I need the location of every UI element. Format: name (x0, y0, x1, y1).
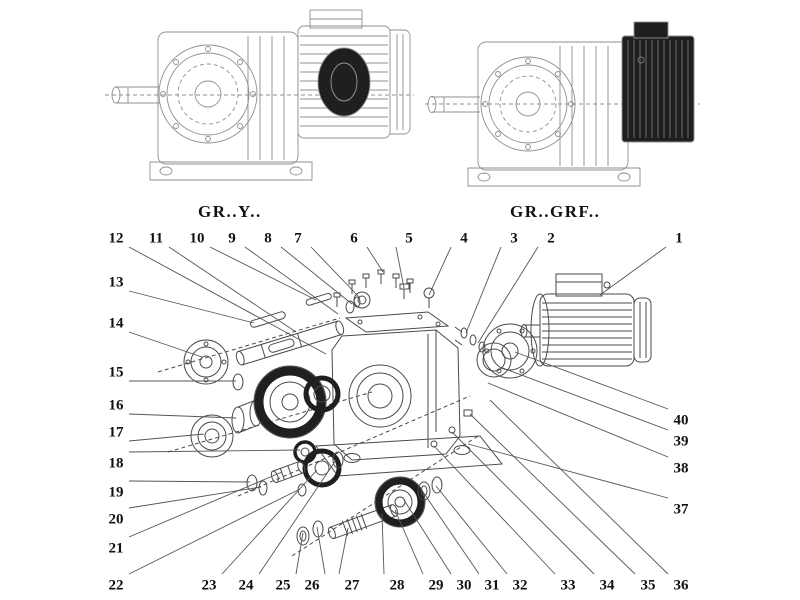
flange-adapter (476, 323, 538, 379)
leader-line-1 (599, 246, 667, 296)
leader-line-26 (316, 526, 326, 575)
stud-washer-set (454, 326, 486, 353)
lower-washers (296, 520, 324, 546)
leader-line-14 (128, 331, 203, 358)
leader-line-10 (209, 246, 317, 301)
exploded-view-drawing (157, 269, 652, 557)
gear-ring-rear (303, 375, 341, 413)
leader-line-35 (469, 413, 636, 575)
pinion-shaft (327, 504, 398, 540)
motor-fan-cover (633, 297, 652, 363)
leader-line-32 (435, 485, 508, 575)
leader-line-19 (128, 480, 251, 483)
leader-line-21 (128, 471, 283, 538)
model-label-right: GR..GRF.. (510, 202, 601, 221)
intermediate-gear (302, 448, 344, 488)
cover-bolts (333, 269, 414, 307)
leader-line-13 (128, 290, 255, 324)
second-stage-gear (374, 476, 426, 528)
electric-motor (520, 273, 652, 367)
leader-line-30 (403, 499, 452, 575)
end-flange-disc (183, 339, 229, 385)
leader-line-8 (280, 246, 353, 305)
model-label-left: GR..Y.. (198, 202, 262, 221)
washer-set-left (246, 474, 307, 497)
leader-line-38 (487, 382, 669, 458)
first-stage-gear (253, 365, 327, 439)
gearmotor-drawing-left (105, 9, 414, 181)
leader-line-5 (395, 246, 405, 289)
leader-line-34 (451, 431, 595, 575)
leader-line-40 (514, 351, 669, 410)
leader-line-23 (221, 469, 318, 575)
leader-line-29 (394, 509, 424, 575)
leader-line-39 (499, 366, 669, 431)
leader-line-37 (467, 443, 669, 499)
leader-line-3 (465, 246, 502, 334)
leader-line-6 (366, 246, 384, 273)
assembly-axis-line (237, 395, 471, 497)
leader-line-11 (168, 246, 297, 333)
leader-line-28 (381, 513, 385, 575)
leader-line-24 (258, 459, 337, 575)
ball-bearing (190, 414, 234, 458)
housing-foot (315, 426, 503, 477)
leader-line-20 (128, 486, 262, 509)
leader-line-31 (422, 491, 480, 575)
shaft-key-short (305, 292, 332, 306)
gearmotor-drawing-right (425, 21, 700, 187)
assembly-axis-line (157, 317, 341, 373)
leader-line-2 (477, 246, 539, 344)
housing-cover (344, 311, 450, 333)
leader-line-16 (128, 413, 237, 419)
leader-line-27 (338, 527, 349, 575)
leader-line-9 (244, 246, 339, 315)
output-rings (417, 409, 473, 501)
leader-line-4 (428, 246, 452, 296)
leader-line-12 (128, 246, 327, 355)
retaining-rings (345, 296, 361, 314)
leader-line-18 (128, 449, 301, 453)
leader-line-33 (433, 445, 556, 575)
leader-line-25 (295, 532, 304, 575)
leader-line-17 (128, 433, 205, 442)
motor-terminal-box (555, 273, 603, 297)
assembly-axis-line (291, 435, 479, 557)
motor-winding-dark-area (317, 47, 371, 117)
leader-line-22 (128, 488, 301, 575)
leader-line-36 (489, 399, 669, 575)
splined-stub-shaft (270, 460, 306, 484)
leader-line-7 (310, 246, 361, 299)
eye-bolt (423, 287, 435, 308)
spacer-ring (232, 373, 244, 391)
breather-plug (399, 283, 410, 299)
leader-lines-layer (128, 246, 669, 575)
